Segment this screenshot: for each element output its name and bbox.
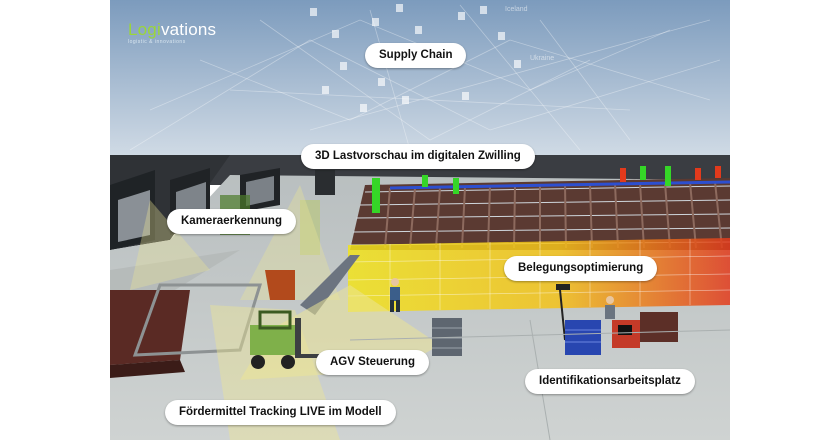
callout-conveyor-tracking[interactable]: Fördermittel Tracking LIVE im Modell xyxy=(165,400,396,425)
map-label-iceland: Iceland xyxy=(505,6,528,13)
forklift-icon xyxy=(250,310,324,369)
callout-camera-recognition[interactable]: Kameraerkennung xyxy=(167,209,296,234)
logo-tagline: logistic & innovations xyxy=(128,39,186,45)
person-icon xyxy=(390,278,400,312)
rack-field xyxy=(349,166,730,250)
callout-load-preview[interactable]: 3D Lastvorschau im digitalen Zwilling xyxy=(301,144,535,169)
callout-identification-workstation[interactable]: Identifikationsarbeitsplatz xyxy=(525,369,695,394)
warehouse-digital-twin-scene: Logivations logistic & innovations Icela… xyxy=(110,0,730,440)
logo-text-vations: vations xyxy=(160,20,217,39)
map-label-ukraine: Ukraine xyxy=(530,55,555,62)
logo-text-logi: Logi xyxy=(128,20,161,39)
logivations-logo: Logivations xyxy=(128,20,216,40)
callout-supply-chain[interactable]: Supply Chain xyxy=(365,43,467,68)
callout-agv-control[interactable]: AGV Steuerung xyxy=(316,350,429,375)
identification-workstation xyxy=(556,284,678,355)
callout-occupancy-optimization[interactable]: Belegungsoptimierung xyxy=(504,256,658,281)
network-lines xyxy=(129,4,721,151)
